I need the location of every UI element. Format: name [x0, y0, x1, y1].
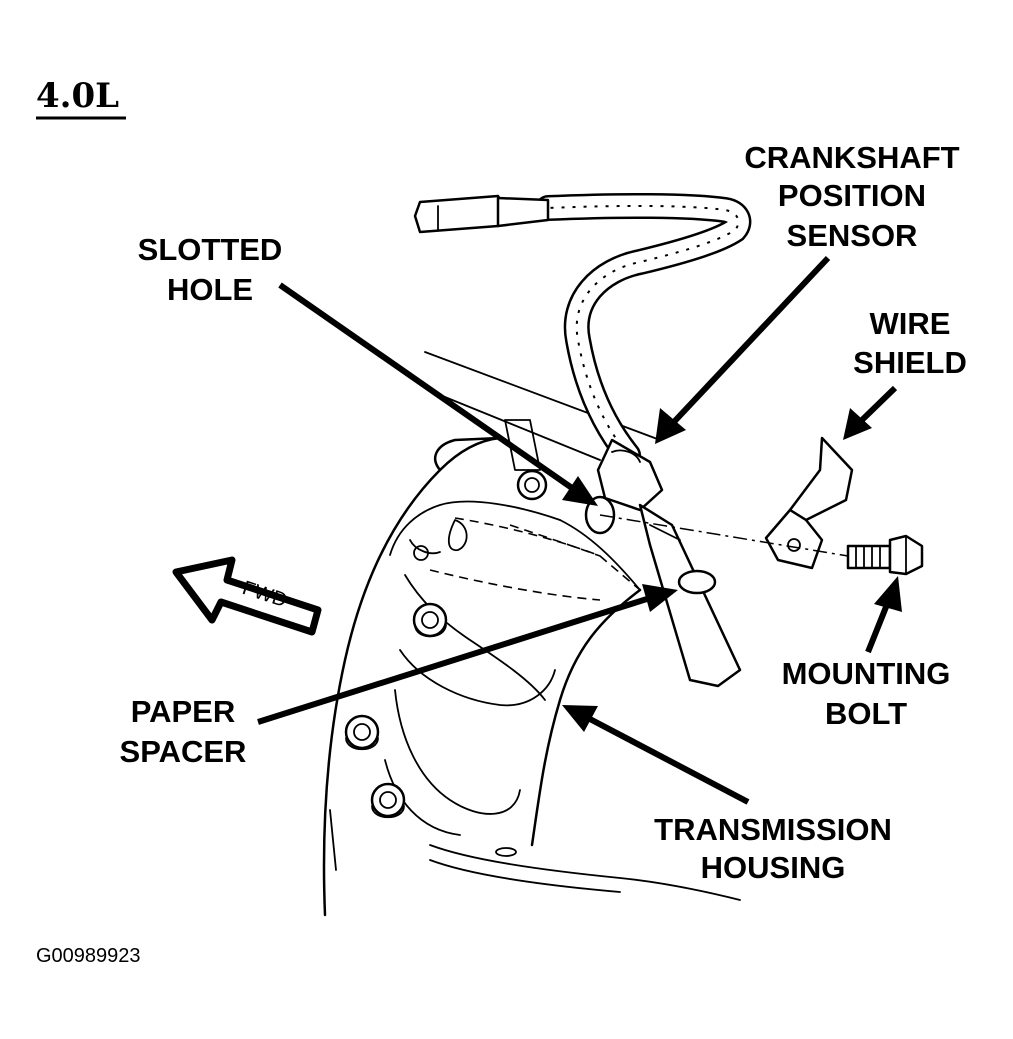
sensor-body-drawing: [596, 438, 742, 688]
sensor-cable-drawing: [413, 192, 752, 468]
leader-crankshaft-sensor: [655, 255, 831, 444]
paper-spacer-drawing: [677, 569, 717, 595]
housing-bolt-2: [412, 602, 448, 638]
transmission-housing-drawing: [322, 351, 741, 917]
label-slotted-hole-line-1: SLOTTED: [138, 232, 283, 267]
label-mounting-bolt-line-2: BOLT: [825, 696, 907, 731]
label-mounting-bolt-line-1: MOUNTING: [782, 656, 951, 691]
leader-paper-spacer: [257, 584, 678, 725]
wire-shield-drawing: [764, 436, 854, 570]
mounting-bolt-drawing: [846, 534, 924, 576]
housing-bolt-3: [344, 714, 380, 751]
label-transmission-line-1: TRANSMISSION: [654, 812, 892, 847]
label-wire-shield-line-1: WIRE: [870, 306, 951, 341]
label-transmission-line-2: HOUSING: [701, 850, 846, 885]
forward-arrow: FWD: [172, 556, 322, 636]
leader-mounting-bolt: [865, 576, 902, 654]
label-crankshaft-line-1: CRANKSHAFT: [744, 140, 959, 175]
label-mounting-bolt: MOUNTING BOLT: [782, 656, 951, 731]
figure-code: G00989923: [36, 945, 141, 967]
engine-label: 4.0L: [36, 76, 119, 116]
leader-slotted-hole: [278, 282, 598, 506]
label-paper-spacer-line-2: SPACER: [120, 734, 247, 769]
label-wire-shield-line-2: SHIELD: [853, 345, 967, 380]
label-crankshaft-position-sensor: CRANKSHAFT POSITION SENSOR: [744, 140, 959, 253]
label-paper-spacer: PAPER SPACER: [120, 694, 247, 769]
housing-bolt-1: [516, 469, 548, 501]
label-crankshaft-line-3: SENSOR: [787, 218, 918, 253]
leader-wire-shield: [843, 385, 898, 440]
label-slotted-hole: SLOTTED HOLE: [138, 232, 283, 307]
label-crankshaft-line-2: POSITION: [778, 178, 926, 213]
housing-bolt-4: [370, 782, 406, 819]
leader-transmission-housing: [562, 705, 750, 805]
housing-bolts: [344, 469, 548, 819]
label-wire-shield: WIRE SHIELD: [853, 306, 967, 380]
label-paper-spacer-line-1: PAPER: [131, 694, 236, 729]
label-transmission-housing: TRANSMISSION HOUSING: [654, 812, 892, 885]
alignment-centerline: [599, 514, 849, 557]
label-slotted-hole-line-2: HOLE: [167, 272, 253, 307]
